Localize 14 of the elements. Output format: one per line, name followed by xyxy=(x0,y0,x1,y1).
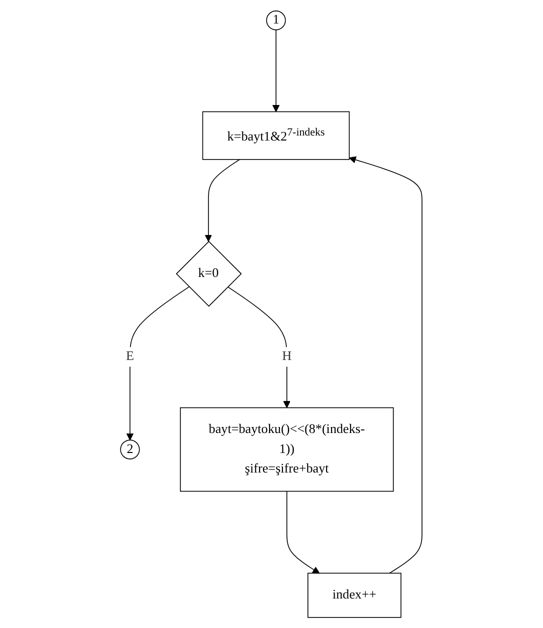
edge-label: H xyxy=(282,350,292,364)
arrow xyxy=(228,286,291,408)
node-diamond: k=0 xyxy=(176,240,242,307)
arrow xyxy=(205,159,240,242)
arrow xyxy=(126,286,190,440)
node-box: index++ xyxy=(308,572,402,618)
arrow xyxy=(349,156,423,574)
edge-label: E xyxy=(126,350,134,364)
node-circle: 1 xyxy=(266,10,286,30)
node-box: bayt=baytoku()<<(8*(indeks-1)) şifre=şifre+bayt xyxy=(180,407,394,492)
arrow xyxy=(272,29,280,112)
node-circle: 2 xyxy=(120,440,140,460)
arrow xyxy=(286,490,320,574)
node-box: k=bayt1&2$^{7-indeks}$ xyxy=(202,111,350,160)
